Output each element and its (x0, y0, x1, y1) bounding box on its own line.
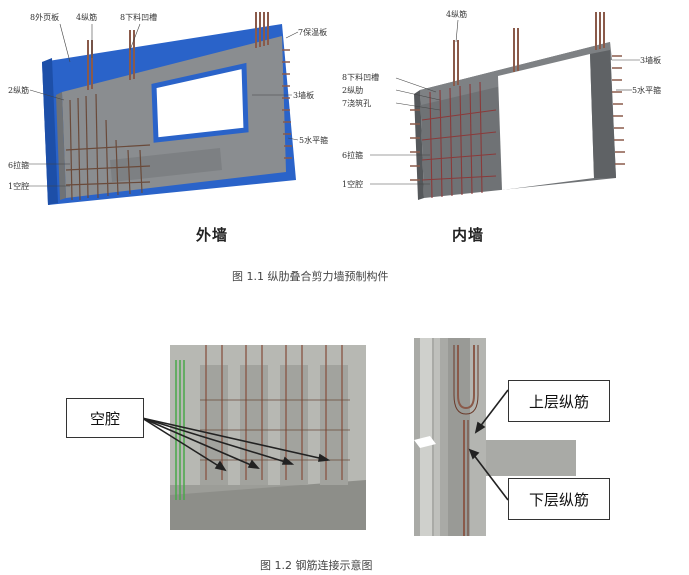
inner-wall-caption: 内墙 (452, 226, 485, 244)
cavity-arrows (141, 417, 331, 472)
figure-2-right-section (414, 338, 576, 536)
outer-wall-stirrups (282, 49, 292, 159)
inner-wall-stirrups (410, 55, 625, 181)
inner-wall-slab (414, 42, 616, 200)
lower-rebar-callout: 下层纵筋 (508, 478, 610, 520)
inner-label-horizontal-hoop: 5水平箍 (632, 86, 662, 95)
outer-label-blanking-groove: 8下料凹槽 (120, 13, 158, 22)
outer-label-longitudinal-bar: 4纵筋 (76, 13, 98, 22)
outer-wall-rebars (87, 12, 269, 90)
inner-wall-rebars (453, 12, 605, 86)
outer-wall-caption: 外墙 (196, 226, 229, 244)
outer-label-cavity: 1空腔 (8, 182, 30, 191)
inner-label-tie: 6拉箍 (342, 151, 364, 160)
inner-label-longitudinal-bar: 4纵筋 (446, 10, 468, 19)
outer-label-rib: 2纵筋 (8, 86, 30, 95)
cavity-callout: 空腔 (66, 398, 144, 438)
outer-label-insulation: 7保温板 (298, 28, 328, 37)
inner-label-blanking-groove: 8下料凹槽 (342, 73, 380, 82)
inner-label-wall-panel: 3墙板 (640, 56, 662, 65)
outer-label-wall-panel: 3墙板 (293, 91, 315, 100)
upper-rebar-callout: 上层纵筋 (508, 380, 610, 422)
figure-2-caption: 图 1.2 钢筋连接示意图 (260, 559, 373, 572)
inner-wall-leaders (370, 19, 640, 185)
figure-1-caption: 图 1.1 纵肋叠合剪力墙预制构件 (232, 270, 389, 283)
outer-label-outer-leaf: 8外页板 (30, 13, 60, 22)
outer-wall-recess (110, 148, 222, 182)
rebar-arrows (468, 389, 509, 501)
outer-label-horizontal-hoop: 5水平箍 (299, 136, 329, 145)
inner-wall-cage (421, 81, 497, 199)
outer-wall-window (151, 62, 249, 143)
outer-label-tie: 6拉箍 (8, 161, 30, 170)
figure-2-left-render (170, 345, 366, 530)
outer-wall-cage (65, 93, 151, 201)
inner-label-rib: 2纵肋 (342, 86, 364, 95)
outer-wall-leaders (26, 23, 299, 187)
inner-label-cavity: 1空腔 (342, 180, 364, 189)
inner-label-pouring-hole: 7浇筑孔 (342, 99, 372, 108)
